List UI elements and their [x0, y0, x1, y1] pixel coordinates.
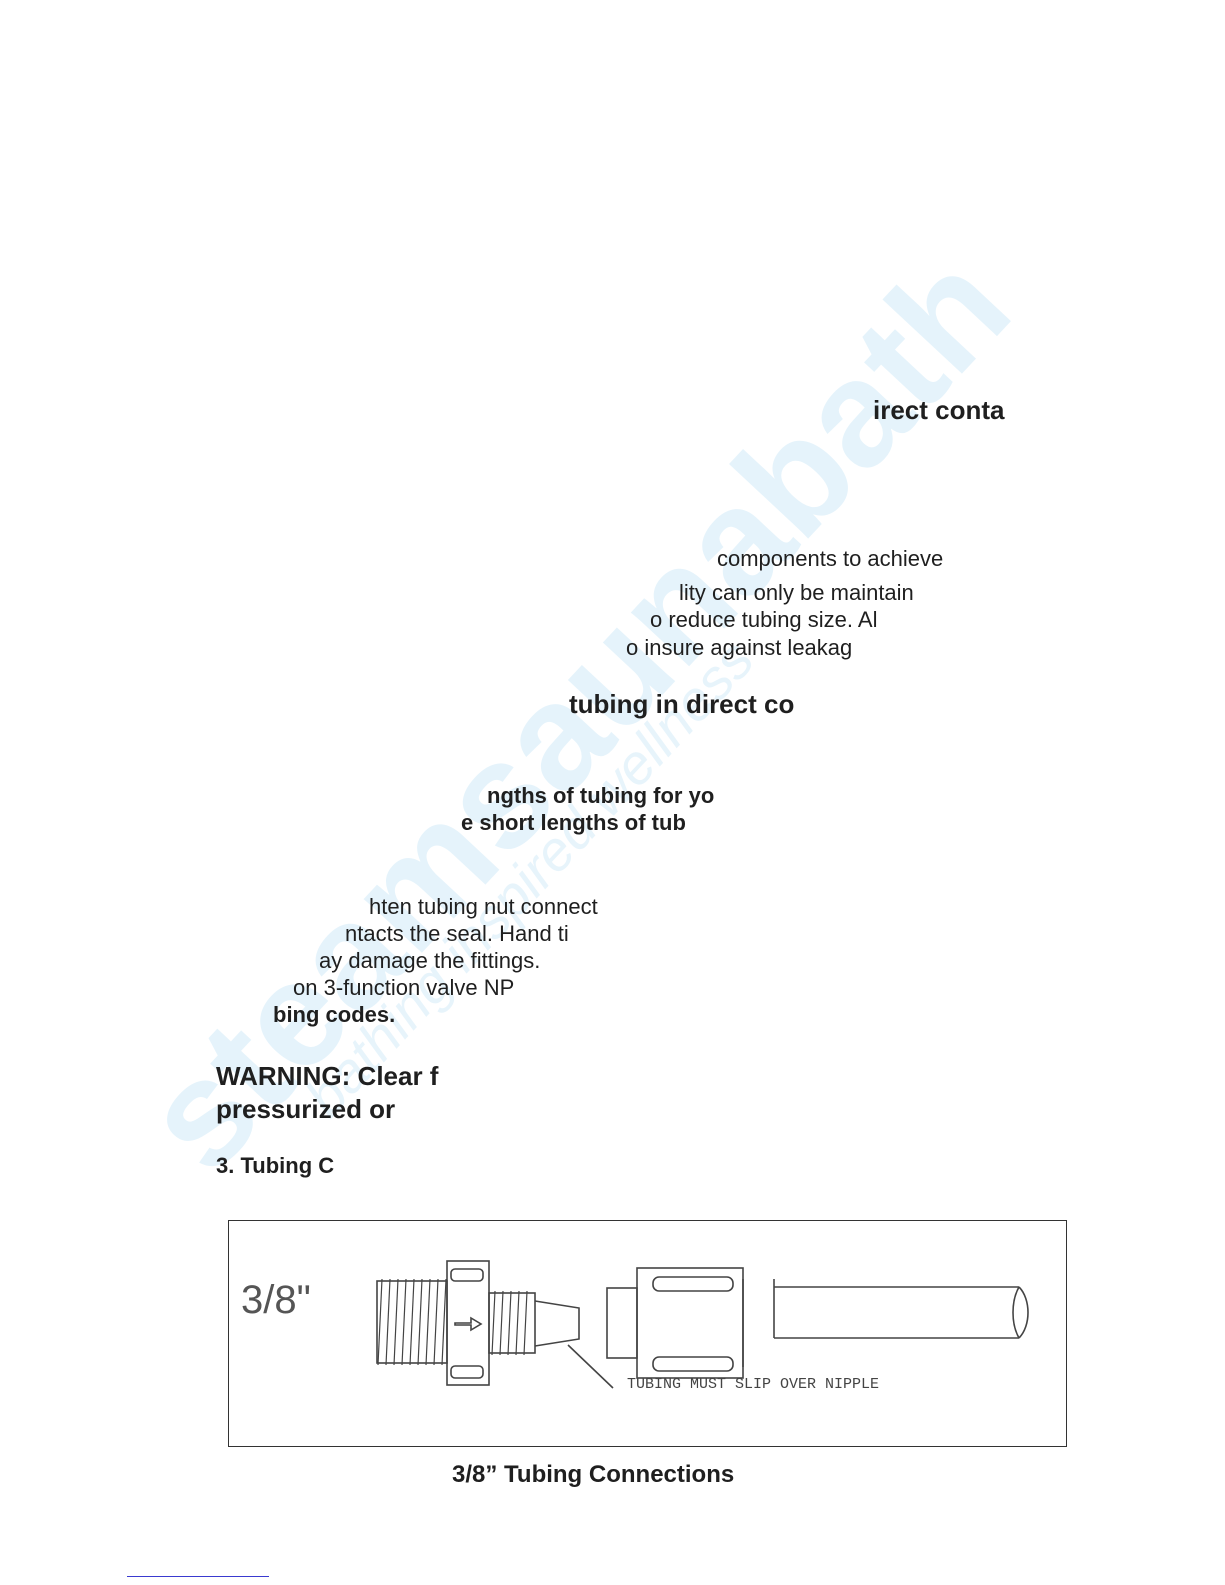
bold-line-3: bing codes. — [273, 1002, 396, 1027]
figure-caption: 3/8” Tubing Connections — [452, 1461, 735, 1488]
body-line-1: components to achieve — [717, 546, 944, 571]
footer-link-line — [127, 1576, 269, 1577]
body-line-4: o insure against leakag — [626, 635, 853, 660]
warning-line-1: WARNING: Clear f — [216, 1061, 439, 1091]
callout-label: TUBING MUST SLIP OVER NIPPLE — [627, 1376, 879, 1393]
warning-line-2: pressurized or — [216, 1094, 396, 1124]
bold-line-1: ngths of tubing for yo — [487, 783, 715, 808]
body-line-8: on 3-function valve NP — [293, 975, 515, 1000]
tubing-figure: 3/8" TUBING MUST SLIP OVER NIPPLE — [228, 1220, 1067, 1447]
heading-fragment-1: irect conta — [873, 395, 1005, 425]
size-label: 3/8" — [241, 1278, 311, 1322]
body-line-5: hten tubing nut connect — [369, 894, 598, 919]
heading-fragment-2: tubing in direct co — [569, 689, 795, 719]
tubing-diagram: 3/8" TUBING MUST SLIP OVER NIPPLE — [241, 1260, 1029, 1393]
body-line-3: o reduce tubing size. Al — [650, 607, 878, 632]
body-line-6: ntacts the seal. Hand ti — [345, 921, 569, 946]
bold-line-2: e short lengths of tub — [461, 810, 686, 835]
body-line-2: lity can only be maintain — [679, 580, 914, 605]
section-heading: 3. Tubing C — [216, 1153, 335, 1178]
body-line-7: ay damage the fittings. — [319, 948, 541, 973]
